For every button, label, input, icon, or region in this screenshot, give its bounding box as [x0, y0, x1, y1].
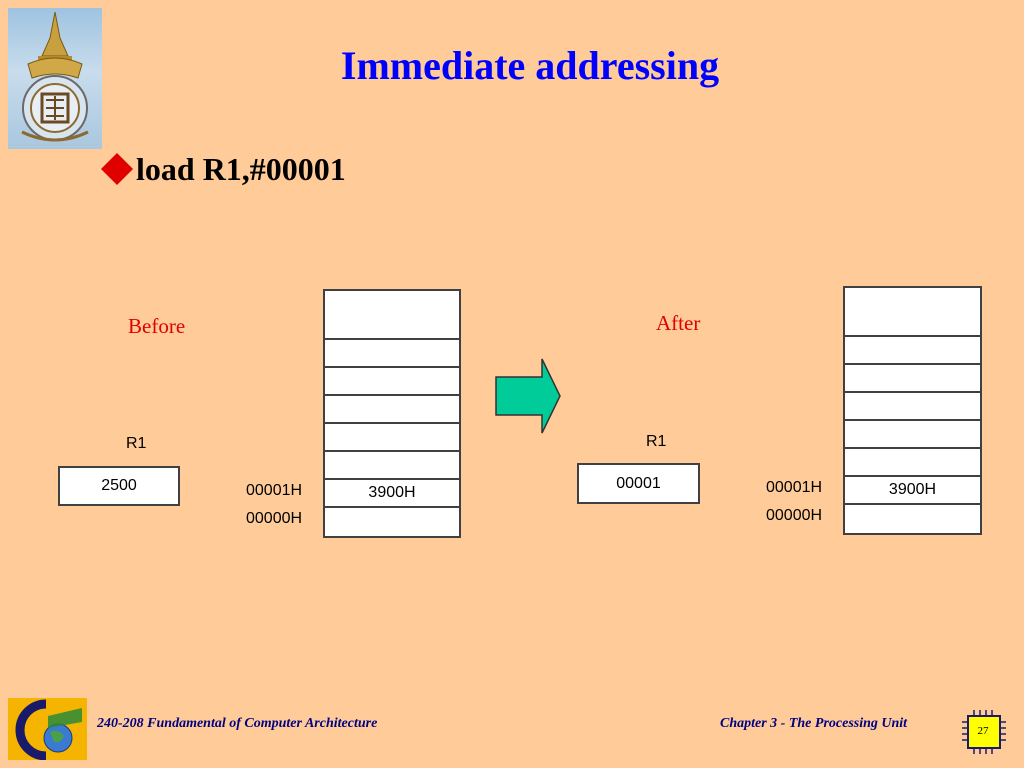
after-register-name: R1	[646, 433, 667, 450]
memory-cell	[323, 422, 461, 452]
before-register-box: 2500	[58, 466, 180, 506]
before-memory-stack: 3900H	[323, 289, 461, 538]
memory-cell	[843, 391, 982, 421]
after-memory-value: 3900H	[888, 481, 937, 498]
memory-cell	[323, 338, 461, 368]
footer-course-title: 240-208 Fundamental of Computer Architec…	[97, 716, 378, 731]
memory-cell-00001H: 3900H	[323, 478, 461, 508]
before-register-value: 2500	[101, 477, 137, 494]
after-heading: After	[656, 311, 701, 335]
instruction-text: load R1,#00001	[136, 151, 346, 187]
memory-cell	[323, 450, 461, 480]
memory-cell	[843, 419, 982, 449]
before-addr-00001H: 00001H	[246, 482, 303, 499]
memory-cell	[843, 335, 982, 365]
memory-cell-00000H	[323, 506, 461, 538]
memory-cell	[843, 286, 982, 337]
slide-title: Immediate addressing	[340, 43, 720, 88]
chip-icon	[962, 710, 1006, 754]
after-register-value: 00001	[616, 475, 661, 492]
footer-chapter-title: Chapter 3 - The Processing Unit	[720, 716, 908, 731]
before-heading: Before	[128, 314, 186, 338]
after-memory-stack: 3900H	[843, 286, 982, 535]
diamond-bullet-icon	[101, 153, 133, 185]
memory-cell	[323, 394, 461, 424]
memory-cell-00001H: 3900H	[843, 475, 982, 505]
right-arrow-icon	[495, 358, 561, 434]
bullet-item: load R1,#00001	[100, 149, 346, 189]
before-addr-00000H: 00000H	[246, 510, 303, 527]
page-number-badge: 27	[960, 708, 1008, 756]
memory-cell-00000H	[843, 503, 982, 535]
after-register-box: 00001	[577, 463, 700, 504]
after-addr-00001H: 00001H	[766, 479, 823, 496]
before-register-name: R1	[126, 435, 147, 452]
before-memory-value: 3900H	[368, 484, 416, 501]
page-number: 27	[977, 725, 989, 737]
memory-cell	[843, 447, 982, 477]
course-logo	[8, 698, 87, 761]
after-addr-00000H: 00000H	[766, 507, 823, 524]
memory-cell	[323, 289, 461, 340]
memory-cell	[323, 366, 461, 396]
memory-cell	[843, 363, 982, 393]
university-crest-logo	[8, 8, 102, 149]
